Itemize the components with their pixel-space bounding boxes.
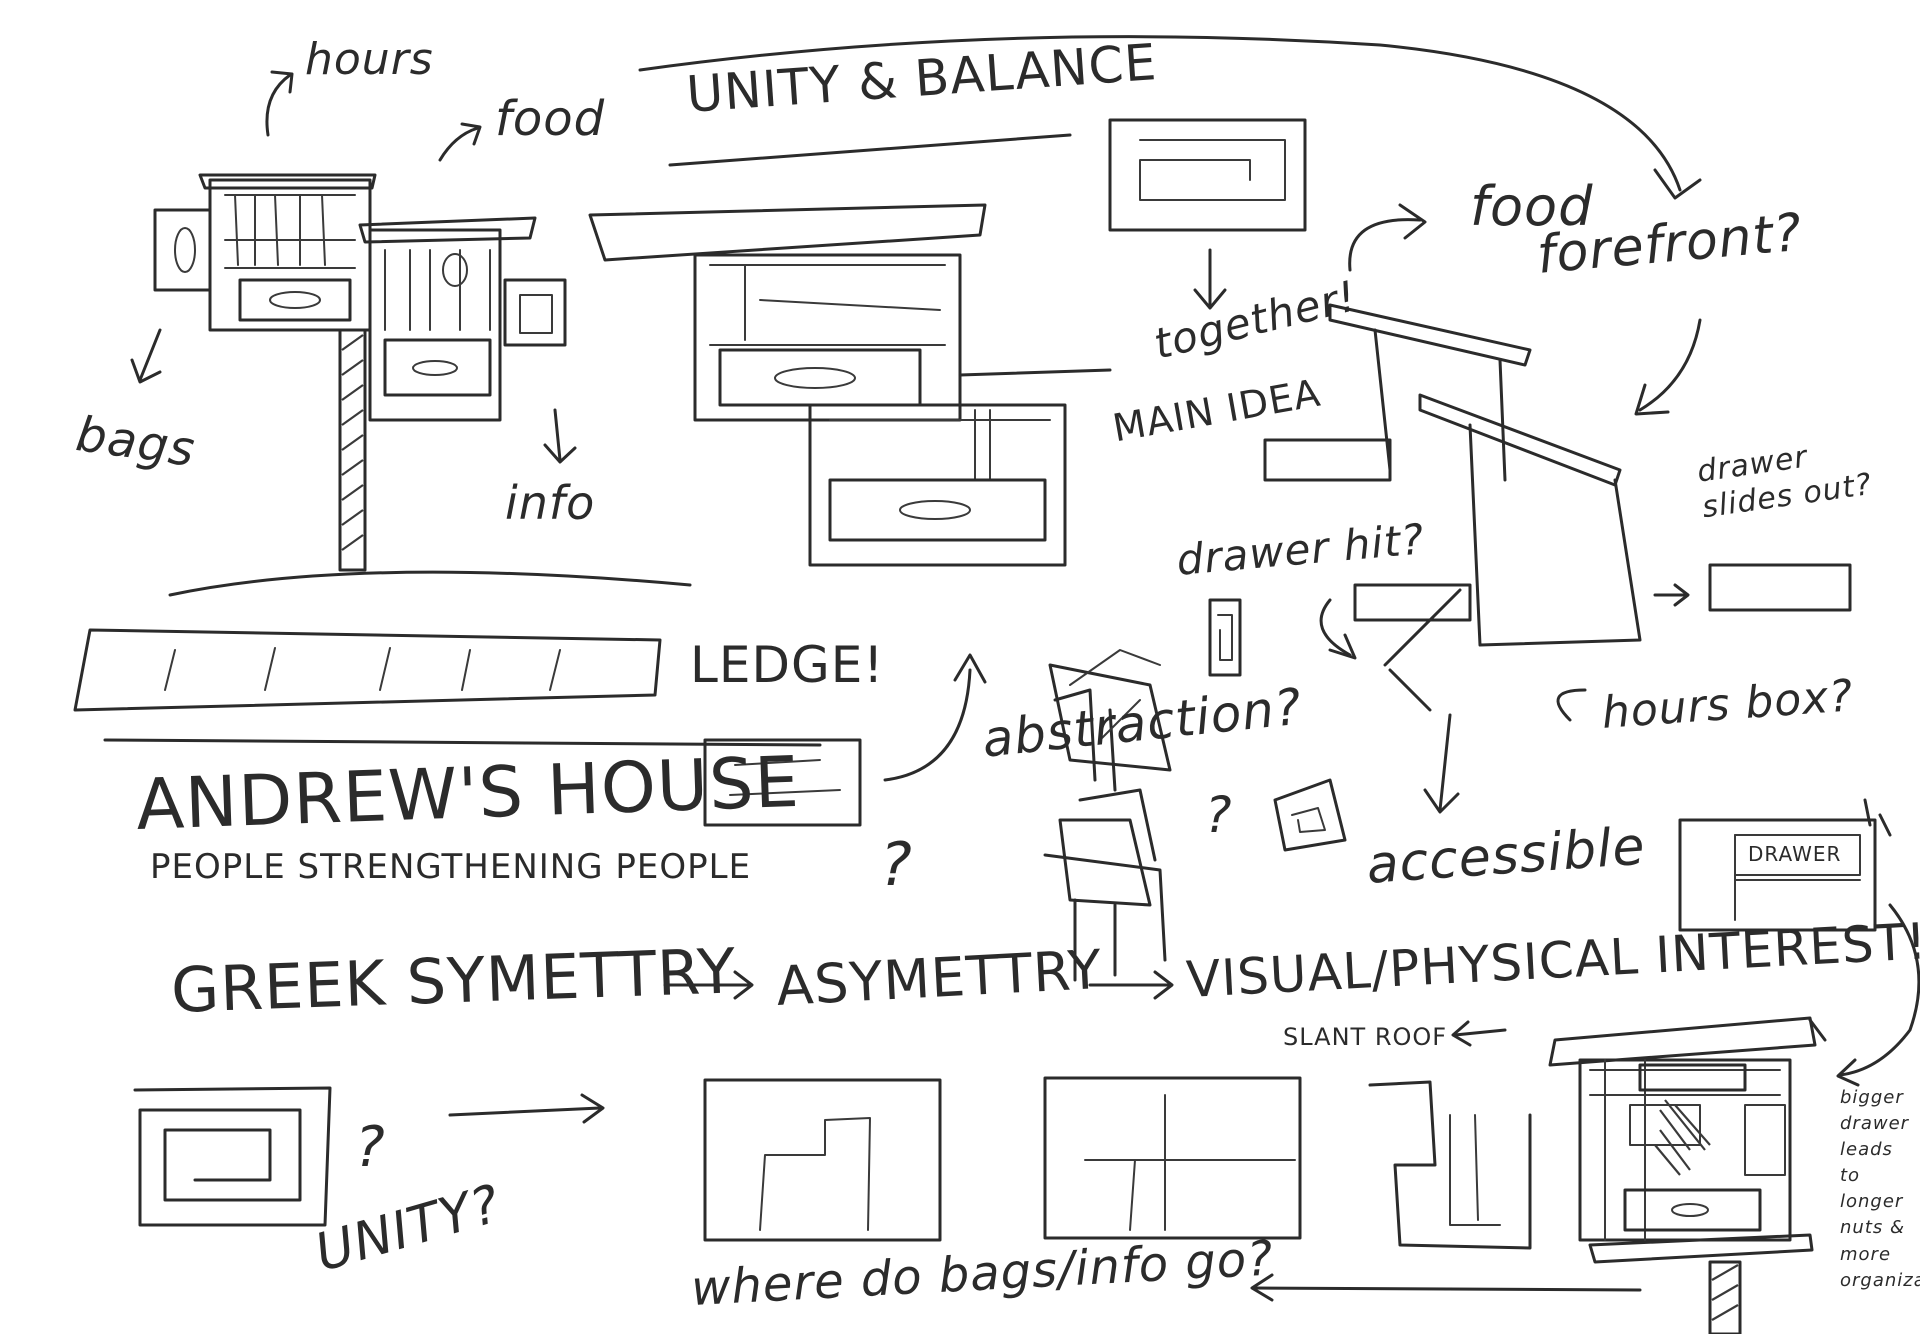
food-loop-arrow — [1348, 218, 1422, 272]
divider-line — [103, 738, 822, 747]
label-slant-roof: SLANT ROOF — [1283, 1023, 1448, 1051]
bags-info-arrow — [1253, 1286, 1642, 1292]
label-q-mark-2: ? — [880, 830, 913, 900]
drawer-slide-rect — [1708, 563, 1852, 612]
spiral-rect-icon — [1108, 118, 1307, 232]
label-info-top: info — [505, 476, 596, 530]
isometric-sketch — [1043, 649, 1172, 982]
kiosk-sketch-1 — [153, 173, 692, 597]
label-hours: hours — [305, 34, 434, 85]
kiosk-sketch-2 — [588, 203, 1112, 567]
greek-spiral-icon — [133, 1086, 332, 1227]
drawer-to-final-arrow — [1838, 903, 1920, 1077]
slant-kiosk-sketch — [1263, 303, 1642, 712]
label-food-top: food — [495, 91, 606, 147]
label-food-right: food — [1470, 175, 1594, 238]
info-arrow — [553, 408, 562, 462]
label-people-strengthening: PEOPLE STRENGTHENING PEOPLE — [150, 847, 752, 887]
asym-panel-1 — [703, 1078, 942, 1242]
label-q-mark-3: ? — [1205, 786, 1233, 844]
drawer-hit-icon — [1208, 598, 1242, 677]
label-drawer: DRAWER — [1748, 842, 1842, 866]
drawer-box-sketch — [1678, 798, 1892, 932]
label-q-mark-1: ? — [355, 1115, 386, 1180]
label-bigger-drawer-note: bigger drawer leads to longer nuts & mor… — [1840, 1087, 1920, 1291]
label-andrews-house: ANDREW'S HOUSE — [134, 740, 802, 846]
greek-to-asym-arrow — [448, 1106, 602, 1117]
abstraction-arrow — [883, 668, 972, 782]
label-ledge: LEDGE! — [690, 636, 885, 694]
food-arrow — [438, 126, 480, 162]
drawer-hit-arrow — [1319, 598, 1352, 657]
hours-box-arrow — [1556, 688, 1587, 722]
andrews-rect-icon — [703, 738, 862, 827]
bags-arrow — [138, 328, 162, 382]
top-arc-arrowhead — [1653, 168, 1702, 200]
ledge-sketch — [73, 628, 662, 712]
label-greek-symmetry: GREEK SYMETTRY — [169, 934, 738, 1027]
slant-roof-arrow — [1453, 1028, 1507, 1037]
top-arc-arrow — [638, 35, 1682, 192]
spiral-icon-middle — [1273, 778, 1347, 852]
asym-panel-2 — [1043, 1076, 1302, 1240]
hours-arrow — [265, 73, 292, 137]
unity-underline — [668, 133, 1072, 167]
asym-panel-3 — [1368, 1080, 1532, 1250]
forefront-arrow — [1638, 318, 1702, 412]
label-asymmetry: ASYMETTRY — [774, 937, 1104, 1018]
kiosk-sketch-final — [1548, 1016, 1817, 1334]
accessible-arrow — [1438, 713, 1452, 812]
